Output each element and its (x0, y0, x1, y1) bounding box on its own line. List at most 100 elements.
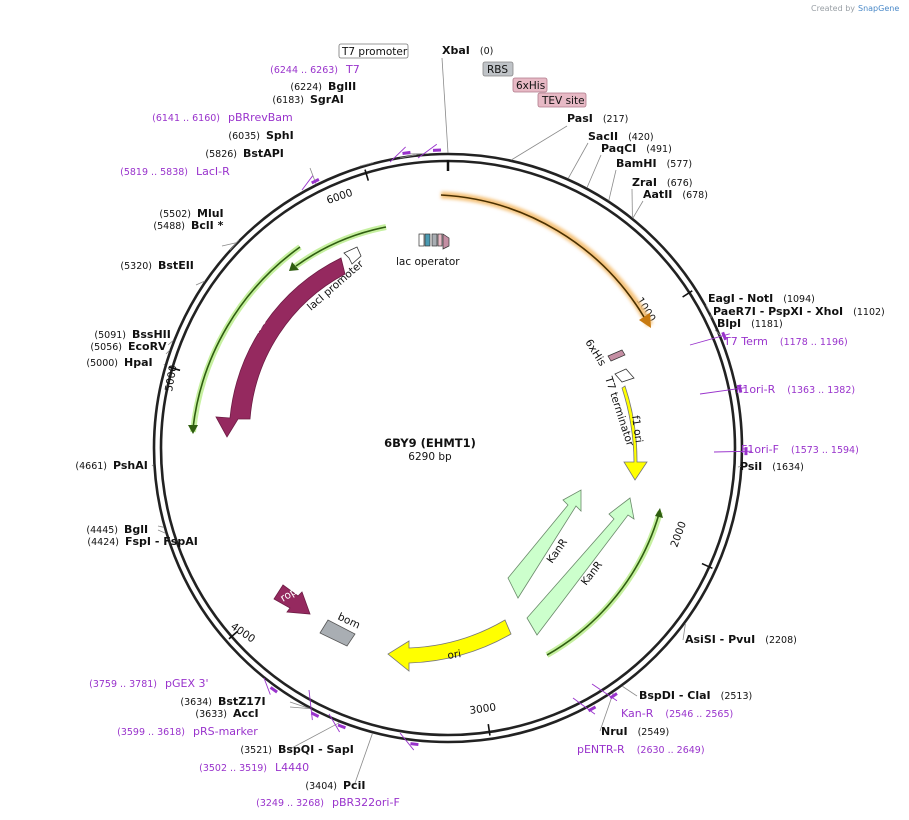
t7-promoter-label: T7 promoter (341, 46, 408, 58)
site-leader-line (682, 622, 686, 641)
backbone-outer-ring (152, 152, 744, 744)
primer-name: T7 (345, 63, 360, 76)
insert-arc (440, 194, 645, 318)
laci-green-arrowhead (289, 262, 299, 271)
restriction-site: AsiSI - PvuI(2208) (685, 633, 797, 646)
restriction-site: AccI(3633) (195, 707, 258, 720)
feature-arcs (188, 191, 663, 672)
primer-range: (6244 .. 6263) (270, 65, 338, 76)
site-position: (1634) (772, 462, 804, 473)
site-name: FspI - FspAI (125, 535, 198, 548)
primer-mark (744, 447, 748, 456)
site-name: SacII (588, 130, 618, 143)
primer-range: (3759 .. 3781) (89, 679, 157, 690)
primer-leader-line (699, 387, 746, 395)
primer-mark (609, 692, 618, 700)
restriction-site: PasI(217) (567, 112, 628, 125)
primer-range: (1573 .. 1594) (791, 445, 859, 456)
primer-labels: T7(6244 .. 6263)pBRrevBam(6141 .. 6160)L… (89, 63, 859, 809)
site-leader-line (157, 525, 164, 528)
site-leader-line (195, 280, 205, 286)
site-leader-line (167, 340, 174, 346)
site-name: PaqCI (601, 142, 636, 155)
primer-name: Kan-R (621, 707, 654, 720)
site-position: (2513) (721, 691, 753, 702)
6xhis-box (512, 77, 548, 93)
insert-arc-glow (440, 191, 654, 327)
primer-leader-line (328, 713, 340, 733)
site-position: (2549) (638, 727, 670, 738)
site-position: (5000) (86, 358, 118, 369)
site-position: (4661) (75, 461, 107, 472)
site-name: AccI (233, 707, 259, 720)
f1-ori-arrow (621, 385, 648, 481)
primer-range: (6141 .. 6160) (152, 113, 220, 124)
site-leader-line (157, 529, 166, 534)
restriction-site-labels: XbaI(0)PasI(217)SacII(420)PaqCI(491)BamH… (75, 44, 884, 792)
site-leader-line (632, 200, 644, 219)
rbs-box (482, 61, 514, 77)
site-position: (5488) (153, 221, 185, 232)
restriction-site: EcoRV(5056) (90, 340, 167, 353)
site-leader-line (163, 363, 166, 366)
primer: pENTR-R (2630 .. 2649) (577, 743, 705, 756)
site-position: (5091) (94, 330, 126, 341)
restriction-site: HpaI(5000) (86, 356, 152, 369)
primer-range: (2630 .. 2649) (637, 745, 705, 756)
primer-name: pRS-marker (193, 725, 258, 738)
site-position: (491) (646, 144, 672, 155)
6xhis-element (437, 233, 443, 247)
site-leader-line (586, 154, 602, 188)
primer-name: F1ori-F (741, 443, 779, 456)
site-name: BglII (328, 80, 356, 93)
primer-name: pENTR-R (577, 743, 625, 756)
ori-arrow (387, 619, 512, 672)
restriction-site: BstEII(5320) (120, 259, 193, 272)
site-name: NruI (601, 725, 628, 738)
primer: L4440(3502 .. 3519) (199, 761, 309, 774)
site-position: (678) (682, 190, 708, 201)
site-position: (4424) (87, 537, 119, 548)
primer-mark (311, 178, 320, 185)
site-leader-line (511, 125, 568, 161)
rop-arrow (273, 584, 311, 615)
primer-name: F1ori-R (736, 383, 776, 396)
site-position: (3404) (305, 781, 337, 792)
site-position: (5502) (159, 209, 191, 220)
site-leader-line (354, 733, 373, 784)
tev-site-label: TEV site (541, 95, 585, 107)
site-leader-line (289, 701, 310, 709)
restriction-site: PciI(3404) (305, 779, 365, 792)
tick-mark (701, 562, 713, 570)
primer-marks (269, 148, 748, 747)
restriction-site: PshAI(4661) (75, 459, 147, 472)
site-position: (6183) (272, 95, 304, 106)
site-position: (2208) (765, 635, 797, 646)
restriction-site: BstZ17I(3634) (180, 695, 265, 708)
site-name: AatII (643, 188, 672, 201)
insert-arrowhead (639, 313, 651, 328)
left-green-arc (192, 246, 301, 429)
restriction-site: BssHII(5091) (94, 328, 170, 341)
primer-mark (310, 711, 320, 718)
primer: T7 (6244 .. 6263) (270, 63, 360, 76)
site-leader-line (567, 142, 589, 179)
primer: pBR322ori-F(3249 .. 3268) (256, 796, 400, 809)
plasmid-length: 6290 bp (408, 451, 452, 463)
restriction-site: BstAPI(5826) (205, 147, 283, 160)
restriction-site: AatII (678) (643, 188, 708, 201)
tick-mark (682, 290, 693, 298)
snapgene-logo: SnapGene (858, 4, 899, 13)
site-leader-line (621, 685, 638, 697)
restriction-site: BglII(6224) (290, 80, 356, 93)
site-name: ZraI (632, 176, 657, 189)
lac-operator-element (424, 233, 431, 247)
tev-element (442, 233, 450, 250)
primer-range: (3502 .. 3519) (199, 763, 267, 774)
6xhis-feature-label: 6xHis (582, 337, 608, 368)
primer-leader-line (417, 143, 438, 159)
restriction-site: BlpI(1181) (717, 317, 783, 330)
site-leader-line (737, 465, 743, 468)
kanr-arrow-1 (507, 489, 582, 599)
